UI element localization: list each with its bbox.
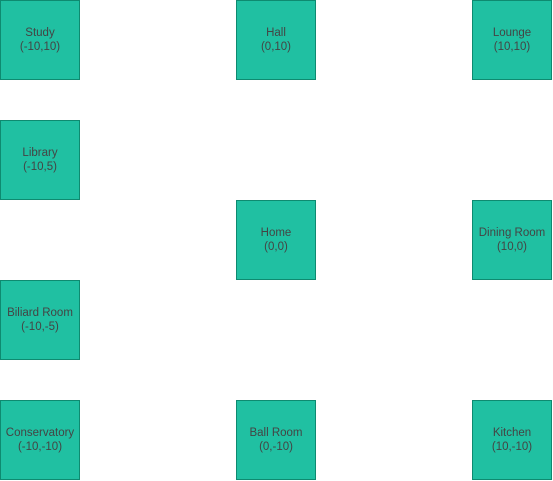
room-coords: (-10,-10) bbox=[17, 441, 63, 453]
room-hall[interactable]: Hall (0,10) bbox=[236, 0, 316, 80]
room-name: Hall bbox=[266, 27, 286, 39]
room-coords: (-10,5) bbox=[23, 161, 57, 173]
room-home[interactable]: Home (0,0) bbox=[236, 200, 316, 280]
room-name: Kitchen bbox=[492, 427, 532, 439]
room-name: Lounge bbox=[492, 27, 532, 39]
room-kitchen[interactable]: Kitchen (10,-10) bbox=[472, 400, 552, 480]
room-coords: (0,10) bbox=[260, 41, 292, 53]
room-coords: (10,0) bbox=[496, 241, 528, 253]
room-coords: (10,-10) bbox=[491, 441, 533, 453]
room-coords: (0,0) bbox=[264, 241, 288, 253]
room-name: Dining Room bbox=[478, 227, 546, 239]
room-library[interactable]: Library (-10,5) bbox=[0, 120, 80, 200]
room-coords: (0,-10) bbox=[259, 441, 293, 453]
room-study[interactable]: Study (-10,10) bbox=[0, 0, 80, 80]
room-conservatory[interactable]: Conservatory (-10,-10) bbox=[0, 400, 80, 480]
room-name: Conservatory bbox=[5, 427, 75, 439]
room-coords: (-10,10) bbox=[19, 41, 61, 53]
room-name: Biliard Room bbox=[7, 307, 73, 319]
room-biliard-room[interactable]: Biliard Room (-10,-5) bbox=[0, 280, 80, 360]
room-name: Ball Room bbox=[249, 427, 303, 439]
room-coords: (-10,-5) bbox=[21, 321, 59, 333]
room-ball-room[interactable]: Ball Room (0,-10) bbox=[236, 400, 316, 480]
room-dining-room[interactable]: Dining Room (10,0) bbox=[472, 200, 552, 280]
room-name: Study bbox=[25, 27, 55, 39]
room-name: Home bbox=[260, 227, 292, 239]
room-name: Library bbox=[22, 147, 58, 159]
room-coords: (10,10) bbox=[493, 41, 531, 53]
room-lounge[interactable]: Lounge (10,10) bbox=[472, 0, 552, 80]
